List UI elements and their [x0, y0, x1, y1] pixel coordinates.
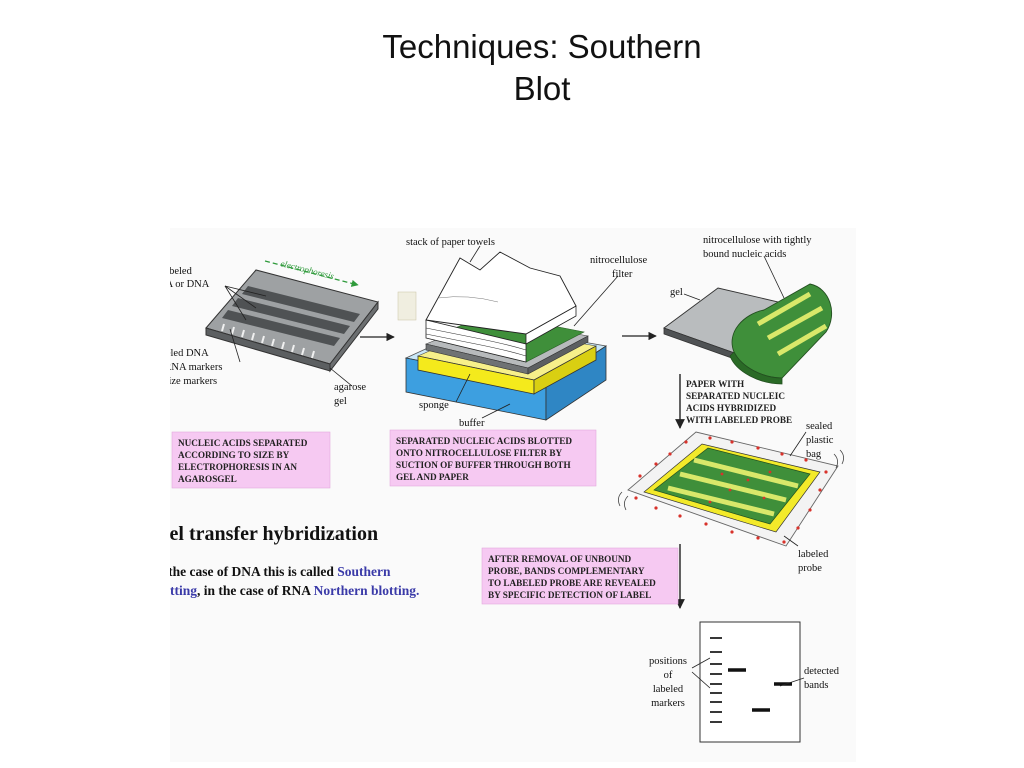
southern-term-1: Southern [337, 564, 391, 579]
label-sealed-3: bag [806, 449, 822, 460]
label-probe-1: labeled [798, 549, 829, 560]
svg-text:SEPARATED NUCLEIC ACIDS BLOTTE: SEPARATED NUCLEIC ACIDS BLOTTED ONTO NITR… [396, 436, 572, 482]
label-paper-4: WITH LABELED PROBE [686, 415, 792, 425]
caption-step-2: SEPARATED NUCLEIC ACIDS BLOTTED ONTO NITR… [389, 429, 597, 487]
nitrocellulose-peel [663, 255, 833, 385]
label-labeled-2: or RNA markers [170, 362, 222, 373]
marker-band-ticks [710, 637, 722, 723]
body-line-1: In the case of DNA this is called Southe… [170, 564, 391, 579]
label-agarose-1: agarose [334, 382, 366, 393]
label-probe-2: probe [798, 563, 822, 574]
figure-heading: Gel transfer hybridization [170, 523, 378, 545]
caption-step-1-line-1: NUCLEIC ACIDS SEPARATED [178, 438, 308, 448]
caption-step-1-line-3: ELECTROPHORESIS IN AN [178, 462, 297, 472]
label-sealed-1: sealed [806, 421, 833, 432]
body-text-2: , in the case of RNA [197, 583, 314, 598]
caption-step-2-line-2: ONTO NITROCELLULOSE FILTER BY [396, 448, 563, 458]
svg-text:labeled DNAor RNA markersas si: labeled DNA or RNA markers as size markers [170, 348, 222, 387]
label-positions-3: labeled [653, 684, 684, 695]
label-paper-1: PAPER WITH [686, 379, 744, 389]
label-buffer: buffer [459, 418, 485, 429]
label-nitro-bound-2: bound nucleic acids [703, 249, 786, 260]
label-positions-4: markers [651, 698, 685, 709]
label-sponge: sponge [419, 400, 449, 411]
body-line-2: blotting, in the case of RNA Northern bl… [170, 583, 419, 598]
label-positions-2: of [664, 670, 673, 681]
label-positions-1: positions [649, 656, 687, 667]
caption-step-1-line-2: ACCORDING TO SIZE BY [178, 450, 290, 460]
label-nitro-1: nitrocellulose [590, 255, 647, 266]
caption-step-3-line-3: TO LABELED PROBE ARE REVEALED [488, 578, 656, 588]
caption-step-2-line-1: SEPARATED NUCLEIC ACIDS BLOTTED [396, 436, 572, 446]
caption-step-3: AFTER REMOVAL OF UNBOUND PROBE, BANDS COM… [481, 547, 679, 605]
caption-step-2-line-4: GEL AND PAPER [396, 472, 469, 482]
slide-title-line2: Blot [513, 70, 571, 107]
label-unlabeled-1: unlabeled [170, 266, 193, 277]
label-labeled-1: labeled DNA [170, 348, 209, 359]
southern-term-2: blotting [170, 583, 197, 598]
blotting-stack [397, 245, 619, 421]
label-gel: gel [670, 287, 683, 298]
labeled-probe-dots [634, 436, 828, 544]
label-stack: stack of paper towels [406, 237, 495, 248]
slide-title: Techniques: Southern Blot [300, 26, 784, 110]
label-labeled-3: as size markers [170, 376, 217, 387]
northern-term: Northern blotting. [314, 583, 420, 598]
slide-title-line1: Techniques: Southern [382, 28, 702, 65]
label-paper-2: SEPARATED NUCLEIC [686, 391, 785, 401]
body-text-1: In the case of DNA this is called [170, 564, 337, 579]
label-nitro-bound-1: nitrocellulose with tightly [703, 235, 812, 246]
caption-step-3-line-2: PROBE, BANDS COMPLEMENTARY [488, 566, 645, 576]
label-sealed-2: plastic [806, 435, 834, 446]
southern-blot-figure: electrophoresis unlabeledRNA or DNA labe… [170, 228, 856, 762]
size-marker-ticks [221, 323, 315, 359]
caption-step-3-line-1: AFTER REMOVAL OF UNBOUND [488, 554, 632, 564]
label-detected-2: bands [804, 680, 829, 691]
caption-step-1: NUCLEIC ACIDS SEPARATED ACCORDING TO SIZE… [171, 431, 331, 489]
sealed-plastic-bag [618, 431, 844, 547]
detected-band-marks [728, 668, 792, 712]
label-detected-1: detected [804, 666, 840, 677]
caption-step-1-line-4: AGAROSGEL [178, 474, 237, 484]
caption-step-3-line-4: BY SPECIFIC DETECTION OF LABEL [488, 590, 651, 600]
svg-text:unlabeledRNA or DNA: unlabeledRNA or DNA [170, 266, 210, 290]
caption-step-2-line-3: SUCTION OF BUFFER THROUGH BOTH [396, 460, 571, 470]
label-unlabeled-2: RNA or DNA [170, 279, 210, 290]
label-agarose-2: gel [334, 396, 347, 407]
label-paper-3: ACIDS HYBRIDIZED [686, 403, 776, 413]
detection-film [691, 621, 805, 743]
label-nitro-2: filter [612, 269, 633, 280]
